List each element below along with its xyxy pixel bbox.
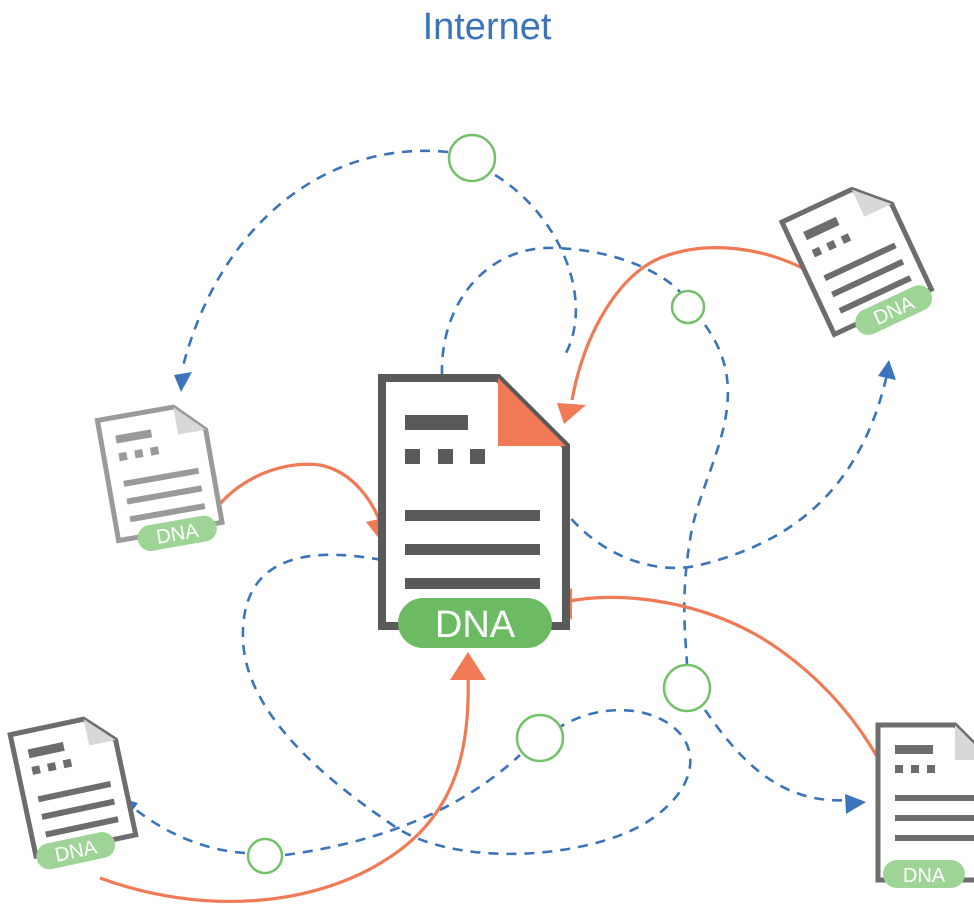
document-corner-fold — [498, 378, 566, 446]
central-document: DNA — [378, 374, 570, 648]
dashed-path-upper-loop — [440, 246, 681, 376]
dashed-path-top-left — [180, 149, 449, 371]
diagram-title: Internet — [422, 6, 552, 48]
dashed-paths — [129, 149, 890, 857]
dashed-path-top-down — [494, 173, 578, 356]
dna-badge — [398, 598, 552, 648]
dashed-path-to-right-doc — [558, 369, 890, 570]
peer-document-bottom-right: DNA — [875, 722, 974, 888]
node-circle — [246, 837, 284, 875]
dashed-path-left-loop — [241, 553, 692, 856]
peer-document-left: DNA — [94, 404, 225, 552]
node-circle — [670, 289, 706, 325]
dna-label: DNA — [903, 865, 946, 887]
arrowhead-left-doc — [174, 372, 192, 392]
orange-arrow-from-left-doc — [203, 462, 384, 529]
arrowhead-right-doc — [878, 360, 896, 380]
orange-arrow-from-bottom-left-doc — [99, 674, 470, 904]
document-text-lines — [405, 415, 540, 589]
peer-document-top-right: DNA — [778, 186, 935, 338]
node-circle — [662, 663, 712, 713]
arrowhead-central-bottom — [450, 652, 486, 680]
network-nodes — [246, 133, 712, 875]
dna-label: DNA — [435, 604, 516, 646]
peer-document-bottom-left: DNA — [7, 716, 139, 870]
arrowhead-bottom-right — [845, 794, 866, 814]
dashed-path-to-bottom-right — [703, 709, 851, 802]
arrowhead-central-top — [557, 403, 586, 424]
node-circle — [515, 713, 565, 763]
orange-arrow-from-bottom-right-doc — [564, 595, 917, 871]
node-circle — [447, 133, 497, 183]
dashed-path-bottom-mid — [284, 754, 521, 857]
dashed-path-bottom-left — [129, 804, 246, 855]
